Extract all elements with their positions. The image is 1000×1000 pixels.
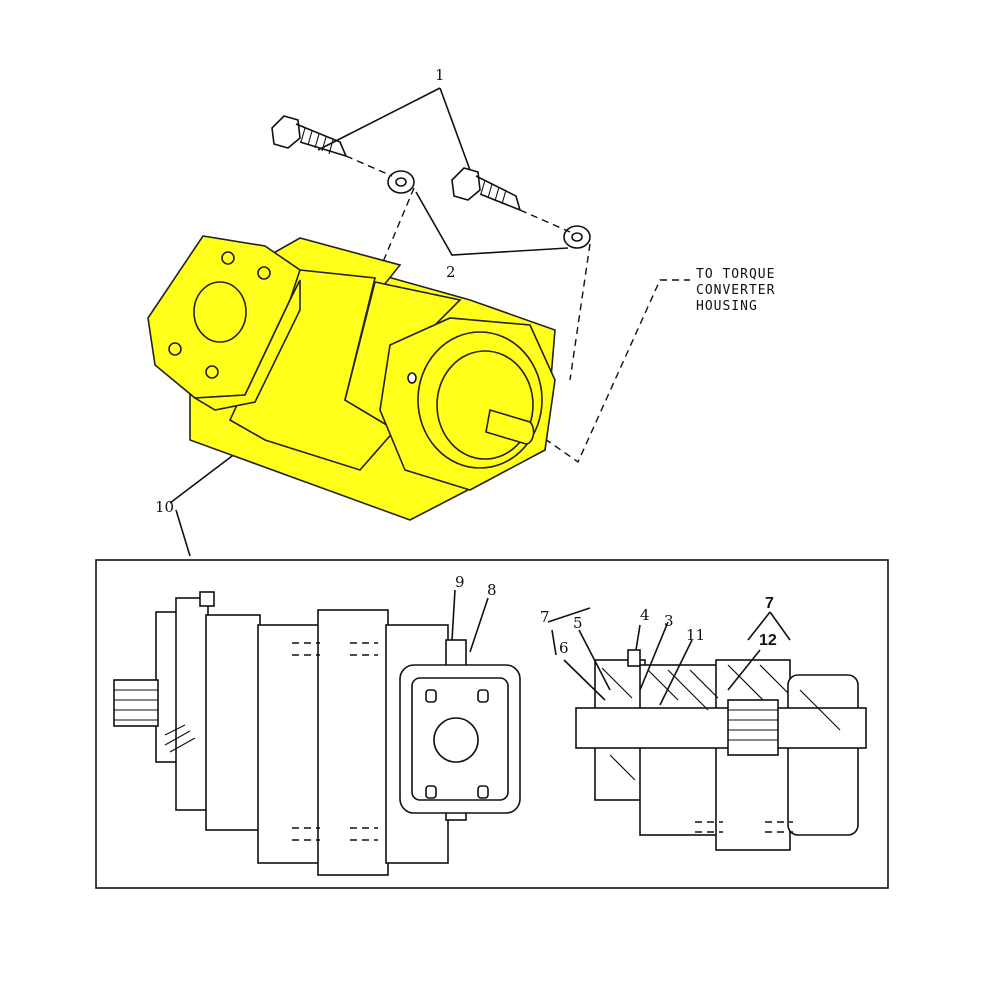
pump-side-view <box>113 591 521 876</box>
callout-6: 6 <box>559 639 569 657</box>
callout-7-left: 7 <box>540 608 550 626</box>
callout-8: 8 <box>487 581 497 599</box>
callout-4: 4 <box>640 606 650 624</box>
callout-11: 11 <box>686 626 705 644</box>
note-line-3: HOUSING <box>696 299 758 314</box>
callout-2: 2 <box>446 263 456 281</box>
bolt-right <box>451 167 522 212</box>
bolt-left <box>271 115 348 158</box>
callout-7-right: 7 <box>765 595 774 612</box>
pump-section-view <box>575 649 867 851</box>
washer-left <box>387 170 415 194</box>
callout-10: 10 <box>155 498 174 516</box>
callout-9: 9 <box>455 573 465 591</box>
washer-right <box>563 225 591 249</box>
note-line-1: TO TORQUE <box>696 267 775 282</box>
hydraulic-pump <box>147 235 556 521</box>
callout-3: 3 <box>664 612 674 630</box>
detail-frame <box>95 559 889 889</box>
callout-1: 1 <box>435 66 445 84</box>
callout-12: 12 <box>759 632 777 649</box>
note-line-2: CONVERTER <box>696 283 775 298</box>
callout-5: 5 <box>573 614 583 632</box>
